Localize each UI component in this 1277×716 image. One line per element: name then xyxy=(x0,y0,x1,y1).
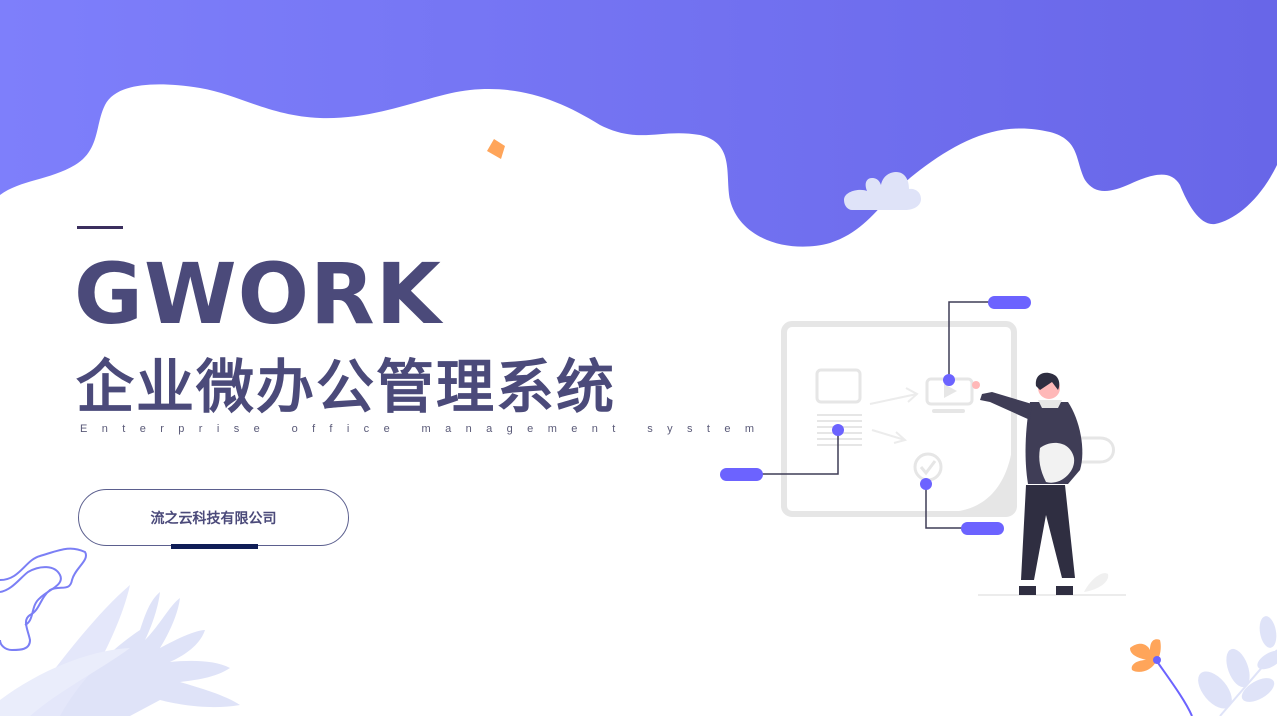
company-underline-bar xyxy=(171,544,258,549)
page-title: GWORK xyxy=(74,245,442,343)
title-accent-line xyxy=(77,226,123,229)
wave-banner xyxy=(0,0,1277,247)
page-subtitle: 企业微办公管理系统 xyxy=(76,353,617,421)
tagline: Enterprise office management system xyxy=(80,423,769,435)
company-button-label: 流之云科技有限公司 xyxy=(150,510,277,527)
company-button[interactable]: 流之云科技有限公司 xyxy=(78,489,349,546)
